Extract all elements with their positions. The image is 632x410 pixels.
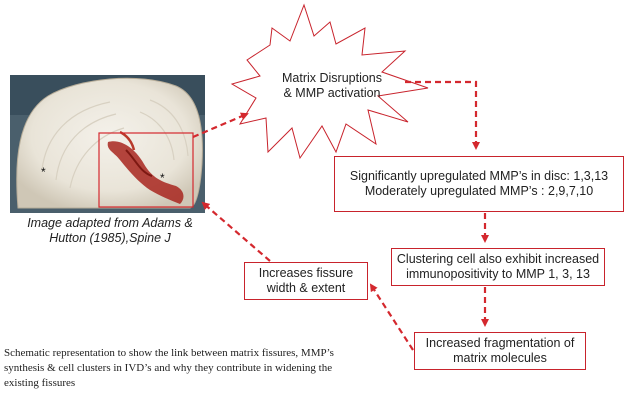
fissure-box: Increases fissure width & extent [244, 262, 368, 300]
fissure-line-2: width & extent [267, 281, 346, 296]
disc-caption-line-2: Hutton (1985),Spine J [4, 231, 216, 246]
clustering-line-2: immunopositivity to MMP 1, 3, 13 [406, 267, 590, 282]
starburst-line-2: & MMP activation [262, 86, 402, 101]
starburst-label: Matrix Disruptions & MMP activation [262, 71, 402, 101]
clustering-box: Clustering cell also exhibit increased i… [391, 248, 605, 286]
disc-photo: * * [10, 75, 205, 213]
fragmentation-line-2: matrix molecules [453, 351, 547, 366]
mmp-regulation-line-1: Significantly upregulated MMP’s in disc:… [350, 169, 608, 184]
fragmentation-line-1: Increased fragmentation of [426, 336, 575, 351]
figure-caption-line-1: Schematic representation to show the lin… [4, 346, 424, 361]
fissure-line-1: Increases fissure [259, 266, 353, 281]
disc-star-right: * [160, 171, 165, 185]
disc-image-caption: Image adapted from Adams & Hutton (1985)… [4, 216, 216, 246]
figure-caption-line-3: existing fissures [4, 376, 424, 391]
mmp-regulation-box: Significantly upregulated MMP’s in disc:… [334, 156, 624, 212]
disc-star-left: * [41, 165, 46, 179]
disc-caption-line-1: Image adapted from Adams & [4, 216, 216, 231]
figure-caption-line-2: synthesis & cell clusters in IVD’s and w… [4, 361, 424, 376]
arrow-fragmentation-to-fissure [371, 285, 413, 350]
clustering-line-1: Clustering cell also exhibit increased [397, 252, 599, 267]
starburst-line-1: Matrix Disruptions [262, 71, 402, 86]
figure-caption: Schematic representation to show the lin… [4, 346, 424, 391]
mmp-regulation-line-2: Moderately upregulated MMP’s : 2,9,7,10 [365, 184, 593, 199]
fragmentation-box: Increased fragmentation of matrix molecu… [414, 332, 586, 370]
arrow-starburst-to-mmp [405, 82, 476, 148]
